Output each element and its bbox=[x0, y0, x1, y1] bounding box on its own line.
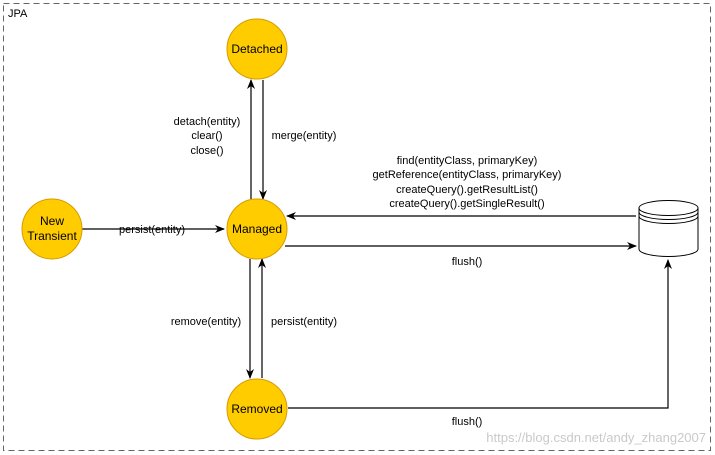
find-label-2: getReference(entityClass, primaryKey) bbox=[373, 169, 562, 181]
state-detached-label: Detached bbox=[231, 42, 282, 56]
transition-arrows bbox=[82, 79, 672, 409]
state-transient-label-line1: New bbox=[40, 214, 64, 228]
detach-label-2: clear() bbox=[191, 130, 222, 142]
detach-labels: detach(entity) clear() close() bbox=[174, 116, 241, 157]
state-detached-circle bbox=[226, 18, 288, 80]
state-managed: Managed bbox=[226, 198, 288, 260]
detach-label-3: close() bbox=[190, 145, 223, 157]
frame-title: JPA bbox=[8, 8, 28, 20]
flush-removed-label: flush() bbox=[452, 416, 483, 428]
persist-new-label: persist(entity) bbox=[119, 224, 185, 236]
find-labels: find(entityClass, primaryKey) getReferen… bbox=[373, 155, 562, 210]
arrow-flush-removed bbox=[288, 259, 672, 409]
merge-label: merge(entity) bbox=[272, 130, 337, 142]
state-removed-label: Removed bbox=[231, 402, 282, 416]
jpa-frame bbox=[3, 3, 711, 451]
watermark: https://blog.csdn.net/andy_zhang2007 bbox=[486, 430, 706, 445]
detach-label-1: detach(entity) bbox=[174, 116, 241, 128]
database-icon bbox=[638, 200, 699, 257]
state-removed: Removed bbox=[226, 378, 288, 440]
flush-managed-label: flush() bbox=[452, 256, 483, 268]
find-label-3: createQuery().getResultList() bbox=[396, 184, 538, 196]
persist-removed-label: persist(entity) bbox=[271, 316, 337, 328]
state-detached: Detached bbox=[226, 18, 288, 80]
find-label-4: createQuery().getSingleResult() bbox=[389, 198, 544, 210]
state-managed-circle bbox=[226, 198, 288, 260]
state-managed-label: Managed bbox=[232, 222, 282, 236]
find-label-1: find(entityClass, primaryKey) bbox=[397, 155, 538, 167]
remove-label: remove(entity) bbox=[171, 316, 241, 328]
state-transient-label-line2: Transient bbox=[27, 229, 77, 243]
state-transient: New Transient bbox=[21, 198, 83, 260]
state-transient-circle bbox=[21, 198, 83, 260]
state-removed-circle bbox=[226, 378, 288, 440]
